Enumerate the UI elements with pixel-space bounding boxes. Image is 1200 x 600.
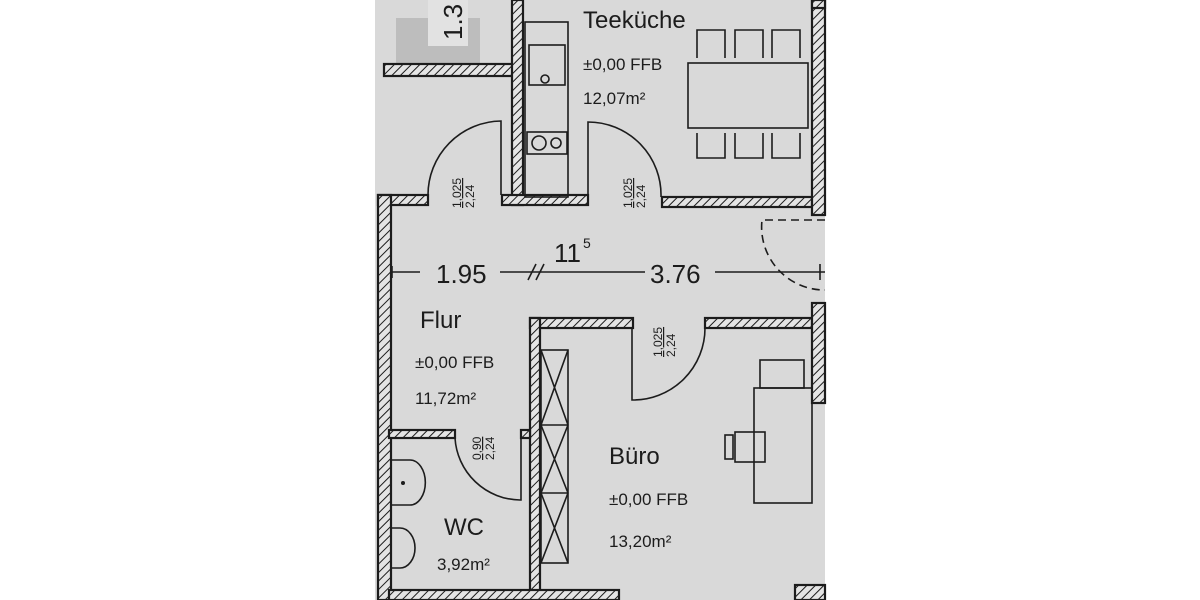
room-area-teekueche: 12,07m² [583,89,646,108]
svg-text:2,24: 2,24 [463,184,477,208]
sink-icon [528,44,566,86]
room-name-wc: WC [444,514,484,541]
room-level-flur: ±0,00 FFB [415,353,494,372]
dimension-wall-superscript: 5 [583,235,591,251]
toilet-icon [391,527,416,569]
svg-text:2,24: 2,24 [483,436,497,460]
room-name-teekueche: Teeküche [583,7,686,34]
svg-text:1,025: 1,025 [450,178,464,208]
room-area-buero: 13,20m² [609,532,672,551]
room-level-buero: ±0,00 FFB [609,490,688,509]
room-level-teekueche: ±0,00 FFB [583,55,662,74]
door-label: 1,025 2,24 [621,178,648,208]
room-name-buero: Büro [609,443,660,470]
chair-icon [696,29,801,58]
room-name-flur: Flur [420,307,461,334]
walls [376,0,827,600]
wardrobe [540,349,569,564]
kitchen-counter [524,21,569,198]
door-label: 0,90 2,24 [470,436,497,460]
door-label: 1,025 2,24 [450,178,477,208]
svg-text:0,90: 0,90 [470,436,484,460]
dining-table [687,29,809,159]
washbasin-icon [391,459,427,506]
dimension-right: 3.76 [650,259,701,289]
room-area-wc: 3,92m² [437,555,490,574]
svg-text:2,24: 2,24 [664,333,678,357]
dimension-top-partial: 1.3 [438,4,468,40]
door-label: 1,025 2,24 [651,327,678,357]
dimension-line [391,263,825,281]
paper [375,0,825,600]
dimension-left: 1.95 [436,259,487,289]
door-swings [427,120,826,501]
svg-text:2,24: 2,24 [634,184,648,208]
office-chair-icon [734,431,766,463]
chair-icon [696,133,801,159]
room-area-flur: 11,72m² [415,389,476,408]
wc-fixtures [391,459,427,569]
svg-text:1,025: 1,025 [621,178,635,208]
desk [724,359,813,504]
dimension-label-bg [428,0,468,46]
svg-text:1,025: 1,025 [651,327,665,357]
stove-icon [526,131,568,155]
dimension-wall: 11 [554,238,581,268]
